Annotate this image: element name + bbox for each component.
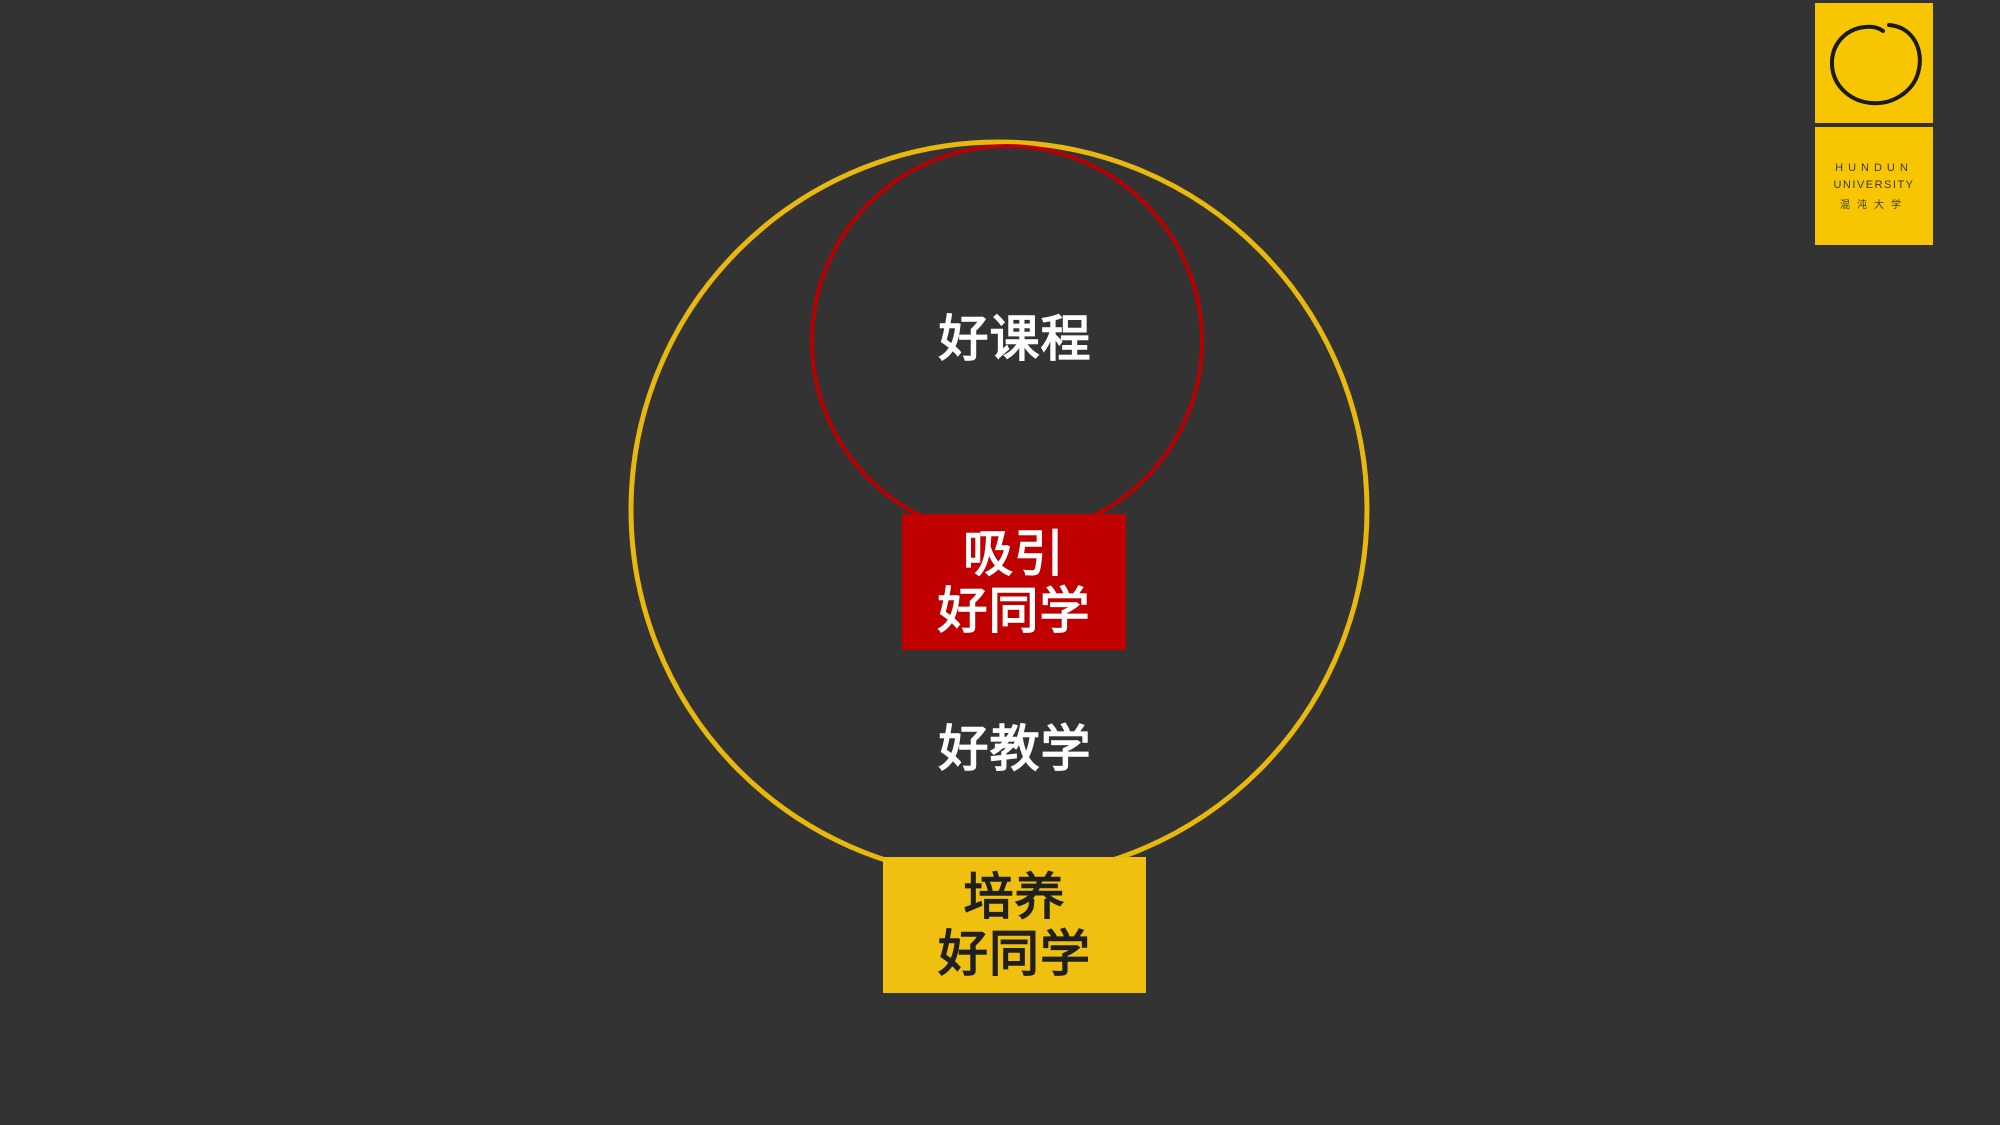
logo-line-3: 混沌大学: [1840, 199, 1908, 211]
logo-line-2: UNIVERSITY: [1833, 178, 1915, 191]
attract-box-line-2: 好同学: [937, 581, 1091, 640]
logo-line-1: HUNDUN: [1835, 161, 1913, 174]
cultivate-box-line-1: 培养: [963, 866, 1066, 926]
cultivate-box-line-2: 好同学: [938, 924, 1091, 983]
cultivate-students-box: 培养 好同学: [883, 857, 1146, 993]
attract-students-box: 吸引 好同学: [902, 514, 1126, 650]
inner-circle-label: 好课程: [938, 309, 1092, 368]
ink-circle-icon: [1829, 23, 1922, 106]
hundun-logo: HUNDUN UNIVERSITY 混沌大学: [1815, 3, 1933, 245]
outer-circle-label: 好教学: [938, 719, 1092, 778]
logo-emblem: [1815, 3, 1933, 123]
logo-text-panel: HUNDUN UNIVERSITY 混沌大学: [1815, 127, 1933, 245]
attract-box-line-1: 吸引: [963, 523, 1065, 583]
